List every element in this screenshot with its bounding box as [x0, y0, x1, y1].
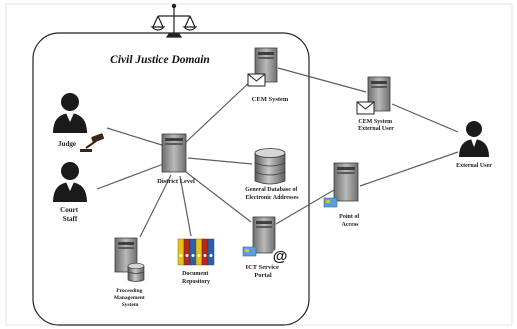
- domain-boundary: [32, 32, 310, 326]
- connector-cem_external-external_user: [391, 103, 459, 133]
- court-staff-person-icon: [53, 162, 87, 202]
- connector-external_user-poa: [359, 151, 459, 187]
- database-icon: [254, 148, 286, 185]
- at-sign-icon: @: [272, 248, 288, 265]
- district-level-label: District Level: [157, 178, 195, 185]
- general-database-label: General Database of Electronic Addresses: [245, 187, 299, 201]
- connection-lines: [96, 67, 459, 238]
- document-repository-label: Document Repository: [182, 271, 210, 285]
- envelope-icon: [356, 101, 375, 115]
- connector-district-pms: [139, 174, 172, 238]
- document-repository-binders-icon: [177, 238, 215, 266]
- connector-district-ict: [185, 171, 252, 223]
- connector-poa-ict: [275, 189, 335, 225]
- court-staff-label: Court Staff: [60, 206, 80, 223]
- access-card-icon: [323, 197, 338, 208]
- district-level-server-icon: [161, 133, 187, 173]
- connector-district-docrepo: [179, 175, 192, 237]
- cem-system-label: CEM System: [252, 96, 289, 103]
- cem-external-label: CEM System External User: [358, 119, 394, 132]
- point-of-access-label: Point of Access: [339, 214, 361, 228]
- ict-portal-label: ICT Service Portal: [246, 264, 281, 279]
- ict-portal-server-icon: [252, 216, 276, 254]
- proceeding-database-icon: [127, 262, 145, 282]
- connector-district-cem_system: [184, 78, 254, 144]
- external-user-label: External User: [456, 163, 492, 169]
- portal-card-icon: [242, 246, 257, 257]
- external-user-person-icon: [459, 121, 489, 157]
- connector-district-court_staff: [96, 162, 167, 190]
- judge-label: Judge: [58, 140, 76, 148]
- judge-person-icon: [53, 93, 87, 133]
- proceeding-management-label: Proceeding Management System: [114, 288, 146, 308]
- envelope-icon: [247, 73, 266, 87]
- svg-text:@: @: [273, 248, 288, 265]
- gavel-icon: [80, 133, 105, 152]
- point-of-access-server-icon: [333, 162, 359, 202]
- connector-district-gdb: [187, 157, 253, 165]
- scales-of-justice-icon: [150, 3, 198, 38]
- connector-cem_system-cem_external: [277, 67, 367, 93]
- domain-title: Civil Justice Domain: [110, 54, 210, 66]
